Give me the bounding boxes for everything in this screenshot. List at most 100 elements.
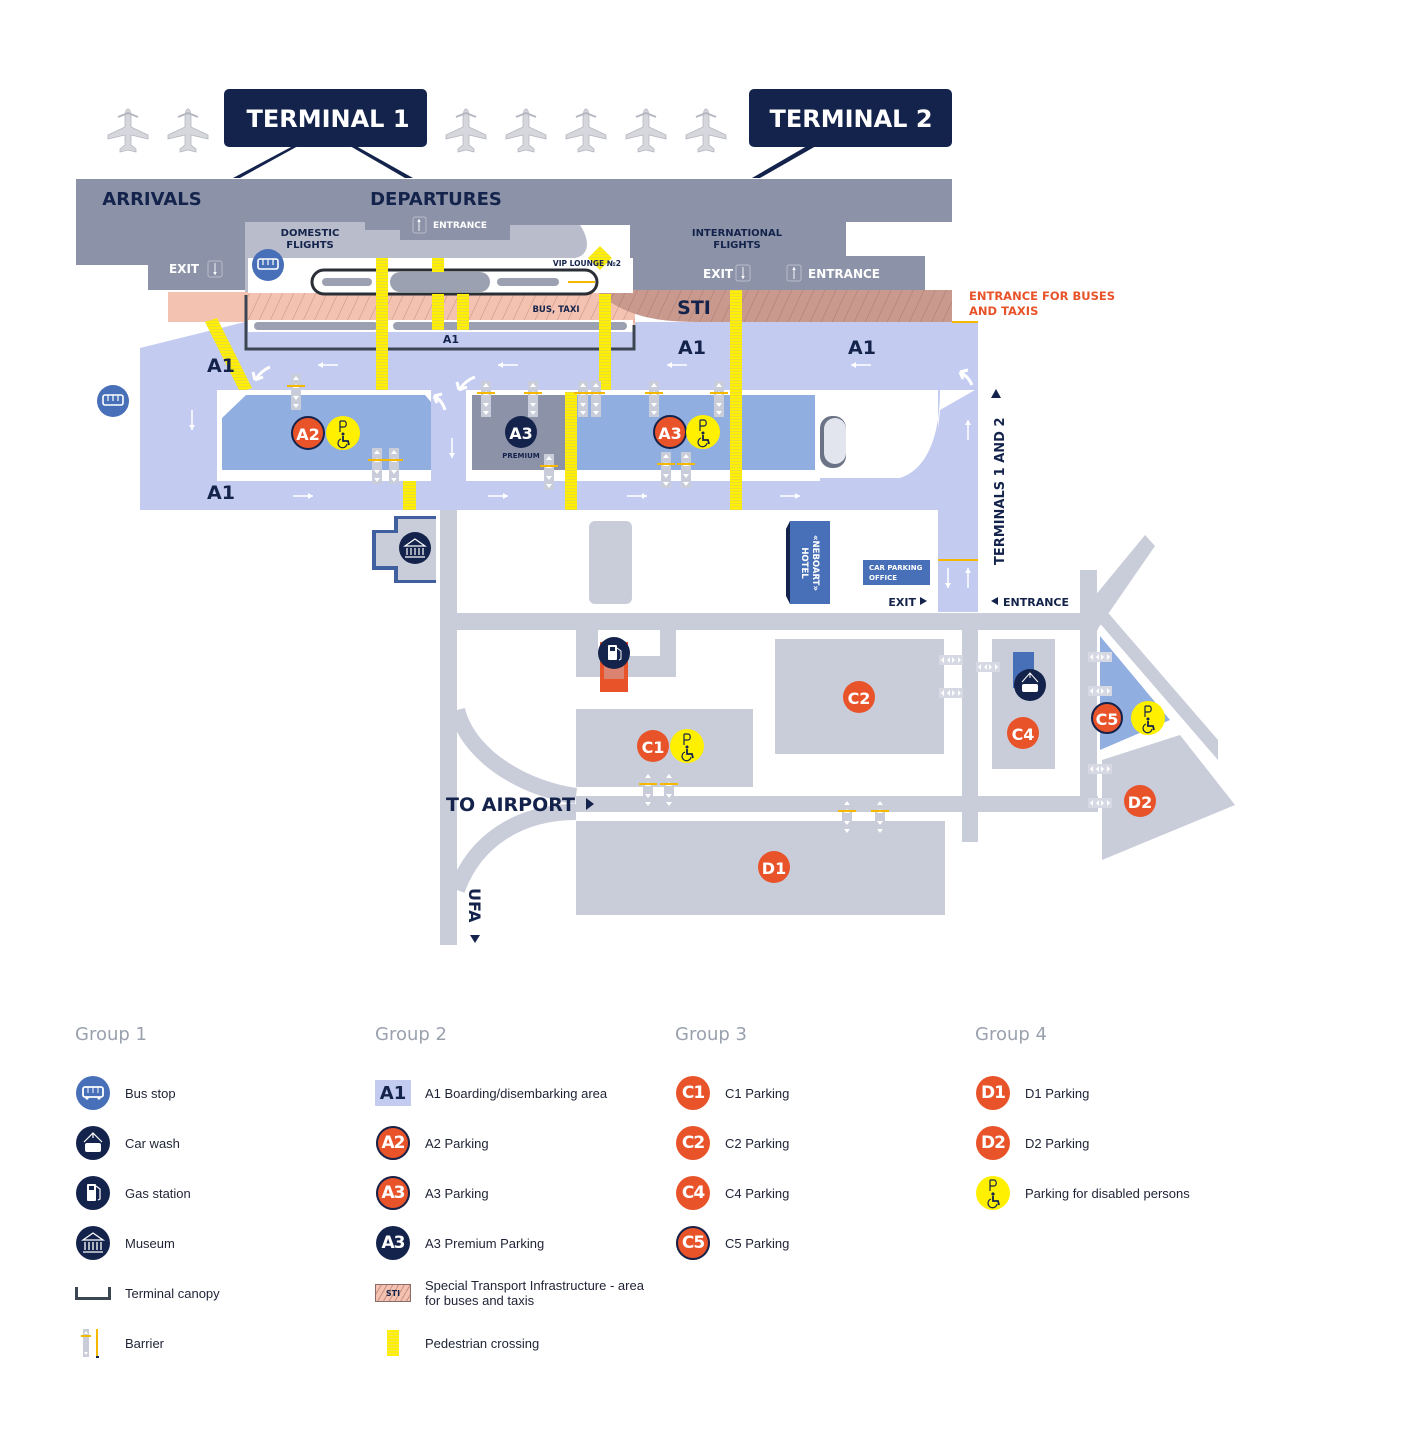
gas-station[interactable]	[598, 637, 630, 692]
entrance-t2-label: ENTRANCE	[808, 267, 880, 281]
parking-office-label: CAR PARKING	[869, 564, 923, 572]
a1-label: A1	[207, 482, 235, 504]
badge-c5[interactable]: C5	[1091, 702, 1123, 734]
c1-badge: C1	[676, 1076, 710, 1110]
legend-label: Parking for disabled persons	[1025, 1185, 1190, 1201]
a2-parking-icon: A2	[375, 1125, 411, 1161]
a1-label: A1	[678, 337, 706, 359]
car-parking-office[interactable]: CAR PARKING OFFICE	[863, 560, 930, 585]
a1-label: A1	[207, 355, 235, 377]
sti-lane	[595, 270, 952, 322]
pedestrian-crossing-icon	[375, 1325, 411, 1361]
disabled-parking-icon	[325, 415, 361, 451]
legend-label: C2 Parking	[725, 1135, 790, 1151]
badge-c2[interactable]: C2	[843, 681, 875, 713]
legend-label: Bus stop	[125, 1085, 176, 1101]
hotel-name: «NEBOART»	[810, 535, 820, 591]
barrier[interactable]	[1088, 764, 1112, 774]
badge-a2[interactable]: A2	[291, 416, 325, 450]
entrance-road-text: ENTRANCE	[1003, 596, 1069, 609]
badge-c1[interactable]: C1	[637, 730, 669, 762]
aircraft-icon	[167, 108, 209, 153]
sti-label: STI	[677, 297, 711, 319]
road-network	[440, 510, 1218, 945]
international-flights-label-2: FLIGHTS	[713, 240, 761, 251]
a3-badge: A3	[376, 1176, 410, 1210]
sti-icon: STI	[375, 1275, 411, 1311]
barrier[interactable]	[1088, 798, 1112, 808]
legend-group-4: Group 4 D1 D1 Parking D2 D2 Parking Park…	[975, 1020, 1275, 1218]
legend-item: A3 A3 Parking	[375, 1168, 675, 1218]
museum[interactable]	[372, 516, 436, 583]
neboart-hotel[interactable]: «NEBOART» HOTEL	[786, 521, 830, 604]
legend-item: Parking for disabled persons	[975, 1168, 1275, 1218]
a1-badge: A1	[375, 1080, 411, 1106]
terminal-1-callout[interactable]: TERMINAL 1	[224, 89, 427, 178]
badge-a2-text: A2	[296, 425, 320, 444]
entrance-t2[interactable]: ENTRANCE	[786, 264, 880, 282]
legend-label: A3 Premium Parking	[425, 1235, 545, 1251]
exit-road-text: EXIT	[888, 596, 916, 609]
badge-d1[interactable]: D1	[758, 851, 790, 883]
barrier[interactable]	[1088, 652, 1112, 662]
badge-c4-text: C4	[1012, 725, 1035, 744]
hotel-label: HOTEL	[799, 547, 809, 579]
legend-label: A2 Parking	[425, 1135, 489, 1151]
terminals-road-label: TERMINALS 1 AND 2	[991, 389, 1008, 565]
a3-parking-icon: A3	[375, 1175, 411, 1211]
entrance-t1[interactable]: ENTRANCE	[412, 216, 487, 234]
legend-item: D2 D2 Parking	[975, 1118, 1275, 1168]
sti-area	[168, 292, 248, 322]
legend-label: A1 Boarding/disembarking area	[425, 1085, 608, 1101]
domestic-flights-label-2: FLIGHTS	[286, 240, 334, 251]
barrier[interactable]	[939, 688, 963, 698]
car-wash[interactable]	[1013, 652, 1046, 701]
legend-item: Museum	[75, 1218, 375, 1268]
bus-stop-icon[interactable]	[97, 385, 129, 417]
aircraft-icon	[685, 108, 727, 153]
badge-a3[interactable]: A3	[653, 415, 687, 449]
departures-label: DEPARTURES	[370, 189, 502, 210]
badge-a3-premium[interactable]: A3 PREMIUM	[502, 416, 540, 460]
terminal-1-label: TERMINAL 1	[246, 105, 409, 133]
c1-parking-icon: C1	[675, 1075, 711, 1111]
terminal-2-callout[interactable]: TERMINAL 2	[749, 89, 952, 178]
legend-group-1: Group 1 Bus stop Car wash Gas station Mu…	[75, 1020, 375, 1368]
legend-label: D1 Parking	[1025, 1085, 1090, 1101]
vip-lounge-label: VIP LOUNGE №2	[553, 259, 621, 268]
exit-t2[interactable]: EXIT	[703, 264, 751, 282]
exit-t1-label: EXIT	[169, 262, 200, 276]
barrier[interactable]	[976, 662, 1000, 672]
parking-d2	[1102, 735, 1235, 860]
badge-c1-text: C1	[642, 738, 665, 757]
aircraft-icon	[625, 108, 667, 153]
entrance-road-label: ENTRANCE	[991, 596, 1069, 609]
legend-label: C5 Parking	[725, 1235, 790, 1251]
c5-parking-icon: C5	[675, 1225, 711, 1261]
barrier[interactable]	[939, 655, 963, 665]
bus-stop-icon	[75, 1075, 111, 1111]
disabled-parking-icon	[685, 414, 721, 450]
c2-badge: C2	[676, 1126, 710, 1160]
disabled-parking-icon	[669, 728, 705, 764]
bus-stop-icon[interactable]	[252, 249, 284, 281]
legend-label: Museum	[125, 1235, 175, 1251]
exit-t1[interactable]: EXIT	[169, 260, 223, 278]
exit-t2-label: EXIT	[703, 267, 734, 281]
legend-item: Bus stop	[75, 1068, 375, 1118]
a1-area-icon: A1	[375, 1075, 411, 1111]
airport-map: TERMINAL 1 TERMINAL 2	[76, 89, 1235, 945]
legend-item: C1 C1 Parking	[675, 1068, 975, 1118]
badge-d2[interactable]: D2	[1124, 785, 1156, 817]
legend-item: D1 D1 Parking	[975, 1068, 1275, 1118]
d2-badge: D2	[976, 1126, 1010, 1160]
premium-label: PREMIUM	[502, 452, 540, 460]
disabled-parking-icon	[1130, 700, 1166, 736]
legend-item: Gas station	[75, 1168, 375, 1218]
legend-item: A1 A1 Boarding/disembarking area	[375, 1068, 675, 1118]
a1-label: A1	[443, 333, 459, 346]
a1-road-vertical	[938, 322, 978, 612]
barrier[interactable]	[1088, 686, 1112, 696]
barrier-icon	[75, 1325, 111, 1361]
badge-c4[interactable]: C4	[1007, 717, 1039, 749]
